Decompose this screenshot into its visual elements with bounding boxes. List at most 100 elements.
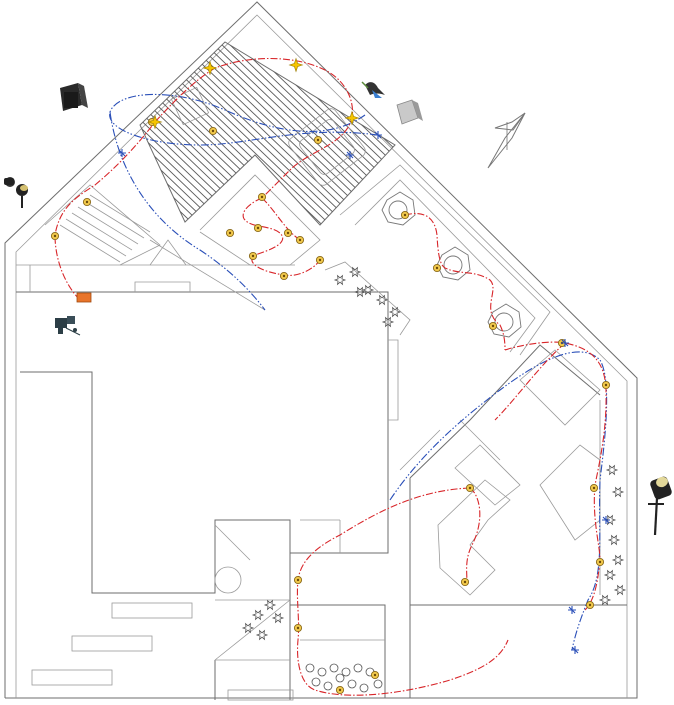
blue-fixture-icon: [602, 516, 610, 524]
light-fixture-marker: [253, 223, 263, 233]
blue-fixture-icon: [374, 131, 382, 139]
deck-plank-line: [339, 42, 395, 225]
light-fixture-marker: [488, 321, 498, 331]
star-uplights: [147, 57, 360, 130]
light-fixture-marker: [315, 255, 325, 265]
shrub-icon: [329, 663, 339, 673]
garden-beds: [149, 164, 551, 356]
deck-plank-line: [540, 20, 674, 240]
deck-plank-line: [140, 42, 171, 225]
shrub-icon: [347, 679, 357, 689]
property-boundary: [4, 1, 638, 699]
deck-plank-line: [404, 20, 634, 240]
shrub-icon: [361, 284, 375, 296]
shrub-icon: [323, 681, 333, 691]
deck-plank-line: [355, 42, 395, 225]
deck-plank-line: [452, 20, 674, 240]
lower-right-structures: [399, 344, 627, 698]
shrub-icon: [359, 683, 369, 693]
deck-plank-line: [140, 42, 227, 225]
light-fixtures: [50, 117, 611, 695]
shrub-icon: [317, 667, 327, 677]
light-fixture-marker: [279, 271, 289, 281]
shrub-icon: [335, 673, 345, 683]
shrub-icon: [341, 667, 351, 677]
deck-plank-line: [500, 20, 674, 240]
shrub-icon: [305, 663, 315, 673]
light-fixture-marker: [585, 600, 595, 610]
deck-plank-line: [363, 42, 395, 225]
deck-plank-line: [548, 20, 674, 240]
deck-plank-line: [516, 20, 674, 240]
deck-plank-line: [140, 42, 219, 225]
transformer-icon: [76, 292, 92, 303]
shrub-icon: [605, 464, 619, 476]
deck-plank-line: [0, 20, 66, 240]
shrub-icon: [598, 594, 612, 606]
light-fixture-marker: [248, 251, 258, 261]
north-arrow-icon: [487, 112, 526, 169]
light-fixture-marker: [225, 228, 235, 238]
light-fixture-marker: [595, 557, 605, 567]
deck-plank-line: [436, 20, 666, 240]
stairs: [44, 184, 187, 266]
deck-plank-line: [0, 20, 58, 240]
bird-icon: [361, 81, 385, 98]
deck-plank-line: [0, 20, 74, 240]
blue-fixture-icon: [561, 339, 569, 347]
deck-plank-line: [532, 20, 674, 240]
deck-plank-line: [140, 42, 243, 225]
house-footprint: [16, 264, 399, 594]
deck-plank-line: [0, 20, 82, 240]
deck-plank-line: [203, 42, 395, 225]
deck-plank-line: [0, 20, 10, 240]
deck-plank-line: [0, 20, 90, 240]
deck-plank-line: [0, 20, 18, 240]
light-fixture-marker: [465, 483, 475, 493]
blue-fixture-icon: [118, 149, 126, 157]
light-fixture-marker: [257, 192, 267, 202]
blue-fixture-icon: [568, 606, 576, 614]
deck-plank-line: [564, 20, 674, 240]
shrub-icon: [388, 306, 402, 318]
shrub-icon: [333, 274, 347, 286]
deck-plank-line: [0, 20, 34, 240]
deck-plank-line: [140, 42, 163, 225]
deck-plank-line: [0, 20, 114, 240]
deck-plank-line: [524, 20, 674, 240]
shrub-icon: [611, 554, 625, 566]
shrub-icon: [251, 609, 265, 621]
shrub-icon: [353, 663, 363, 673]
light-fixture-marker: [295, 235, 305, 245]
deck-plank-line: [387, 42, 395, 225]
trees-row: [381, 191, 522, 338]
light-fixture-marker: [50, 231, 60, 241]
blue-cable-runs: [109, 93, 608, 651]
deck-plank-line: [347, 42, 395, 225]
light-fixture-marker: [601, 380, 611, 390]
shrub-icon: [241, 622, 255, 634]
deck-plank-line: [379, 42, 395, 225]
shrub-clusters: [241, 266, 627, 693]
star-uplight-icon: [344, 110, 360, 126]
light-fixture-marker: [460, 577, 470, 587]
deck-plank-line: [140, 42, 235, 225]
deck-plank-line: [508, 20, 674, 240]
shrub-icon: [373, 679, 383, 689]
junction-box-icon: [396, 99, 423, 125]
blue-fixture-icon: [346, 151, 354, 159]
deck-plank-line: [572, 20, 674, 240]
shrub-icon: [381, 316, 395, 328]
star-uplight-icon: [202, 60, 218, 76]
shrub-icon: [353, 286, 367, 298]
deck-plank-line: [476, 20, 674, 240]
blue-fixture-icon: [571, 646, 579, 654]
shrub-icon: [611, 486, 625, 498]
deck-plank-line: [428, 20, 658, 240]
star-uplight-icon: [288, 57, 304, 73]
deck-plank-line: [0, 20, 98, 240]
deck-plank-line: [412, 20, 642, 240]
light-fixture-marker: [293, 623, 303, 633]
deck-plank-line: [140, 42, 155, 225]
